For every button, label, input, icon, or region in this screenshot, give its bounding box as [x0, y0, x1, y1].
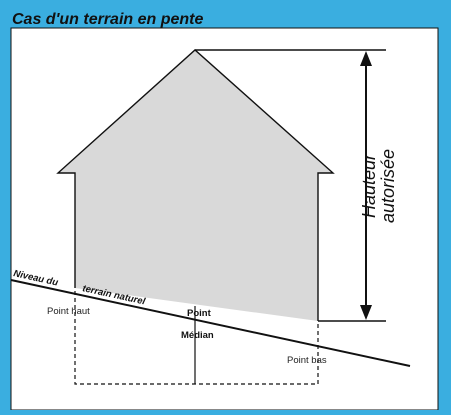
house-area — [58, 50, 333, 321]
height-label: Hauteur autorisée — [359, 149, 398, 223]
ground-line — [10, 279, 411, 367]
height-label-line2: autorisée — [378, 149, 398, 223]
label-point-median-2: Médian — [181, 330, 214, 341]
label-point-bas: Point bas — [287, 355, 327, 366]
label-point-haut: Point haut — [47, 306, 90, 317]
label-point-median-1: Point — [187, 308, 212, 319]
diagram-title: Cas d'un terrain en pente — [12, 11, 204, 28]
height-label-line1: Hauteur — [359, 153, 379, 218]
foundation-dashed — [74, 291, 319, 385]
arrow-down-icon — [360, 305, 372, 320]
arrow-up-icon — [360, 51, 372, 66]
